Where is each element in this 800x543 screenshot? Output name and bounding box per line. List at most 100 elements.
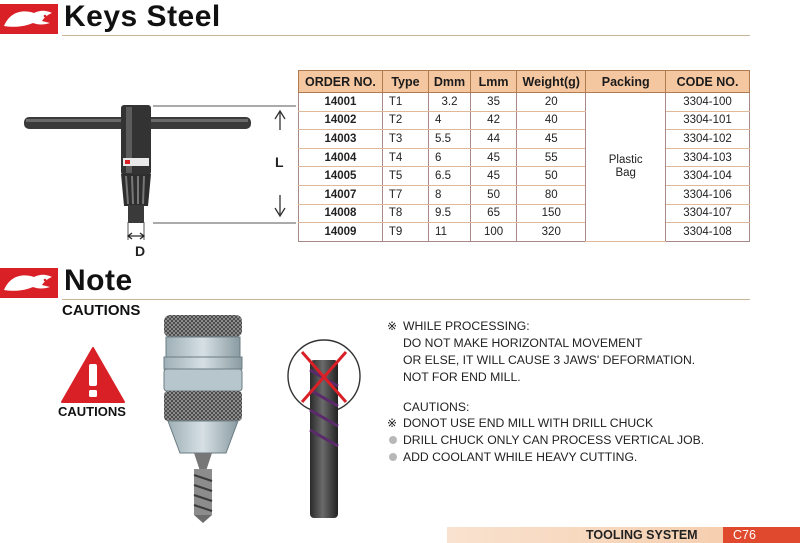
table-row: 14005 T5 6.5 45 50 3304-104 (298, 166, 750, 186)
type-cell: T1 (381, 92, 430, 112)
dmm-cell: 9.5 (428, 204, 471, 224)
footer-section: TOOLING SYSTEM (586, 528, 698, 542)
order-no-cell: 14004 (298, 148, 383, 168)
table-row: 14008 T8 9.5 65 150 3304-107 (298, 204, 750, 224)
note-caution-1: ※ DONOT USE END MILL WITH DRILL CHUCK (387, 415, 653, 431)
type-cell: T4 (381, 148, 430, 168)
table-row: 14001 T1 3.2 35 20 Plastic Bag 3304-100 (298, 92, 750, 242)
order-no-cell: 14005 (298, 166, 383, 186)
lmm-cell: 45 (469, 166, 518, 186)
col-code-no: CODE NO. (665, 70, 750, 93)
note-line: CAUTIONS: (403, 400, 470, 414)
table-row: 14004 T4 6 45 55 3304-103 (298, 148, 750, 168)
note-title: Note (64, 264, 133, 297)
table-row: 14003 T3 5.5 44 45 3304-102 (298, 129, 750, 149)
drill-chuck-illustration (163, 315, 243, 523)
order-no-cell: 14003 (298, 129, 383, 149)
col-weight: Weight(g) (516, 70, 587, 93)
weight-cell: 320 (516, 222, 587, 242)
col-packing: Packing (585, 70, 667, 93)
table-row: 14009 T9 11 100 320 3304-108 (298, 222, 750, 242)
warning-label: CAUTIONS (58, 404, 126, 419)
note-line: DO NOT MAKE HORIZONTAL MOVEMENT (403, 336, 643, 350)
type-cell: T7 (381, 185, 430, 205)
order-no-cell: 14007 (298, 185, 383, 205)
eagle-logo-icon (0, 4, 58, 34)
note-line: OR ELSE, IT WILL CAUSE 3 JAWS' DEFORMATI… (403, 353, 696, 367)
type-cell: T2 (381, 111, 430, 131)
lmm-cell: 35 (469, 92, 518, 112)
code-no-cell: 3304-103 (665, 148, 750, 168)
col-order-no: ORDER NO. (298, 70, 383, 93)
type-cell: T3 (381, 129, 430, 149)
note-rule (62, 299, 750, 300)
note-caution-3: ADD COOLANT WHILE HEAVY CUTTING. (385, 449, 637, 465)
col-lmm: Lmm (469, 70, 518, 93)
dmm-cell: 11 (428, 222, 471, 242)
note-line: DRILL CHUCK ONLY CAN PROCESS VERTICAL JO… (403, 433, 705, 447)
order-no-cell: 14008 (298, 204, 383, 224)
code-no-cell: 3304-108 (665, 222, 750, 242)
footer-bar (447, 527, 800, 543)
lmm-cell: 44 (469, 129, 518, 149)
weight-cell: 50 (516, 166, 587, 186)
keys-spec-table: ORDER NO. Type Dmm Lmm Weight(g) Packing… (298, 70, 750, 242)
col-dmm: Dmm (428, 70, 471, 93)
code-no-cell: 3304-100 (665, 92, 750, 112)
dmm-cell: 5.5 (428, 129, 471, 149)
note-caution-2: DRILL CHUCK ONLY CAN PROCESS VERTICAL JO… (385, 432, 704, 448)
table-header-row: ORDER NO. Type Dmm Lmm Weight(g) Packing… (298, 70, 750, 93)
weight-cell: 150 (516, 204, 587, 224)
note-line: WHILE PROCESSING: (403, 319, 530, 333)
code-no-cell: 3304-106 (665, 185, 750, 205)
lmm-cell: 65 (469, 204, 518, 224)
bullet-icon (389, 453, 397, 461)
order-no-cell: 14009 (298, 222, 383, 242)
warning-triangle-icon (61, 347, 125, 403)
table-row: 14007 T7 8 50 80 3304-106 (298, 185, 750, 205)
weight-cell: 55 (516, 148, 587, 168)
order-no-cell: 14001 (298, 92, 383, 112)
packing-line-2: Bag (615, 166, 636, 179)
note-processing-head: ※ WHILE PROCESSING: (387, 318, 530, 334)
packing-cell: Plastic Bag (585, 92, 667, 242)
chuck-key-diagram (24, 105, 296, 240)
code-no-cell: 3304-101 (665, 111, 750, 131)
diameter-label: D (135, 243, 146, 259)
lmm-cell: 50 (469, 185, 518, 205)
order-no-cell: 14002 (298, 111, 383, 131)
eagle-logo-icon (0, 268, 58, 298)
note-line: NOT FOR END MILL. (403, 370, 521, 384)
packing-line-1: Plastic (608, 153, 643, 166)
reference-mark: ※ (387, 416, 398, 430)
type-cell: T8 (381, 204, 430, 224)
reference-mark: ※ (387, 319, 398, 333)
code-no-cell: 3304-104 (665, 166, 750, 186)
note-line: ADD COOLANT WHILE HEAVY CUTTING. (403, 450, 638, 464)
col-type: Type (381, 70, 430, 93)
dmm-cell: 6 (428, 148, 471, 168)
page-number: C76 (723, 527, 800, 543)
table-row: 14002 T2 4 42 40 3304-101 (298, 111, 750, 131)
cautions-subtitle: CAUTIONS (62, 302, 141, 319)
lmm-cell: 45 (469, 148, 518, 168)
weight-cell: 45 (516, 129, 587, 149)
lmm-cell: 100 (469, 222, 518, 242)
weight-cell: 80 (516, 185, 587, 205)
lmm-cell: 42 (469, 111, 518, 131)
weight-cell: 40 (516, 111, 587, 131)
bullet-icon (389, 436, 397, 444)
type-cell: T5 (381, 166, 430, 186)
prohibited-end-mill-icon (287, 339, 361, 518)
dmm-cell: 6.5 (428, 166, 471, 186)
type-cell: T9 (381, 222, 430, 242)
page-title: Keys Steel (64, 0, 221, 33)
code-no-cell: 3304-102 (665, 129, 750, 149)
dmm-cell: 3.2 (428, 92, 471, 112)
code-no-cell: 3304-107 (665, 204, 750, 224)
dmm-cell: 4 (428, 111, 471, 131)
title-rule (62, 35, 750, 36)
length-label: L (275, 154, 284, 170)
dmm-cell: 8 (428, 185, 471, 205)
note-line: DONOT USE END MILL WITH DRILL CHUCK (403, 416, 654, 430)
